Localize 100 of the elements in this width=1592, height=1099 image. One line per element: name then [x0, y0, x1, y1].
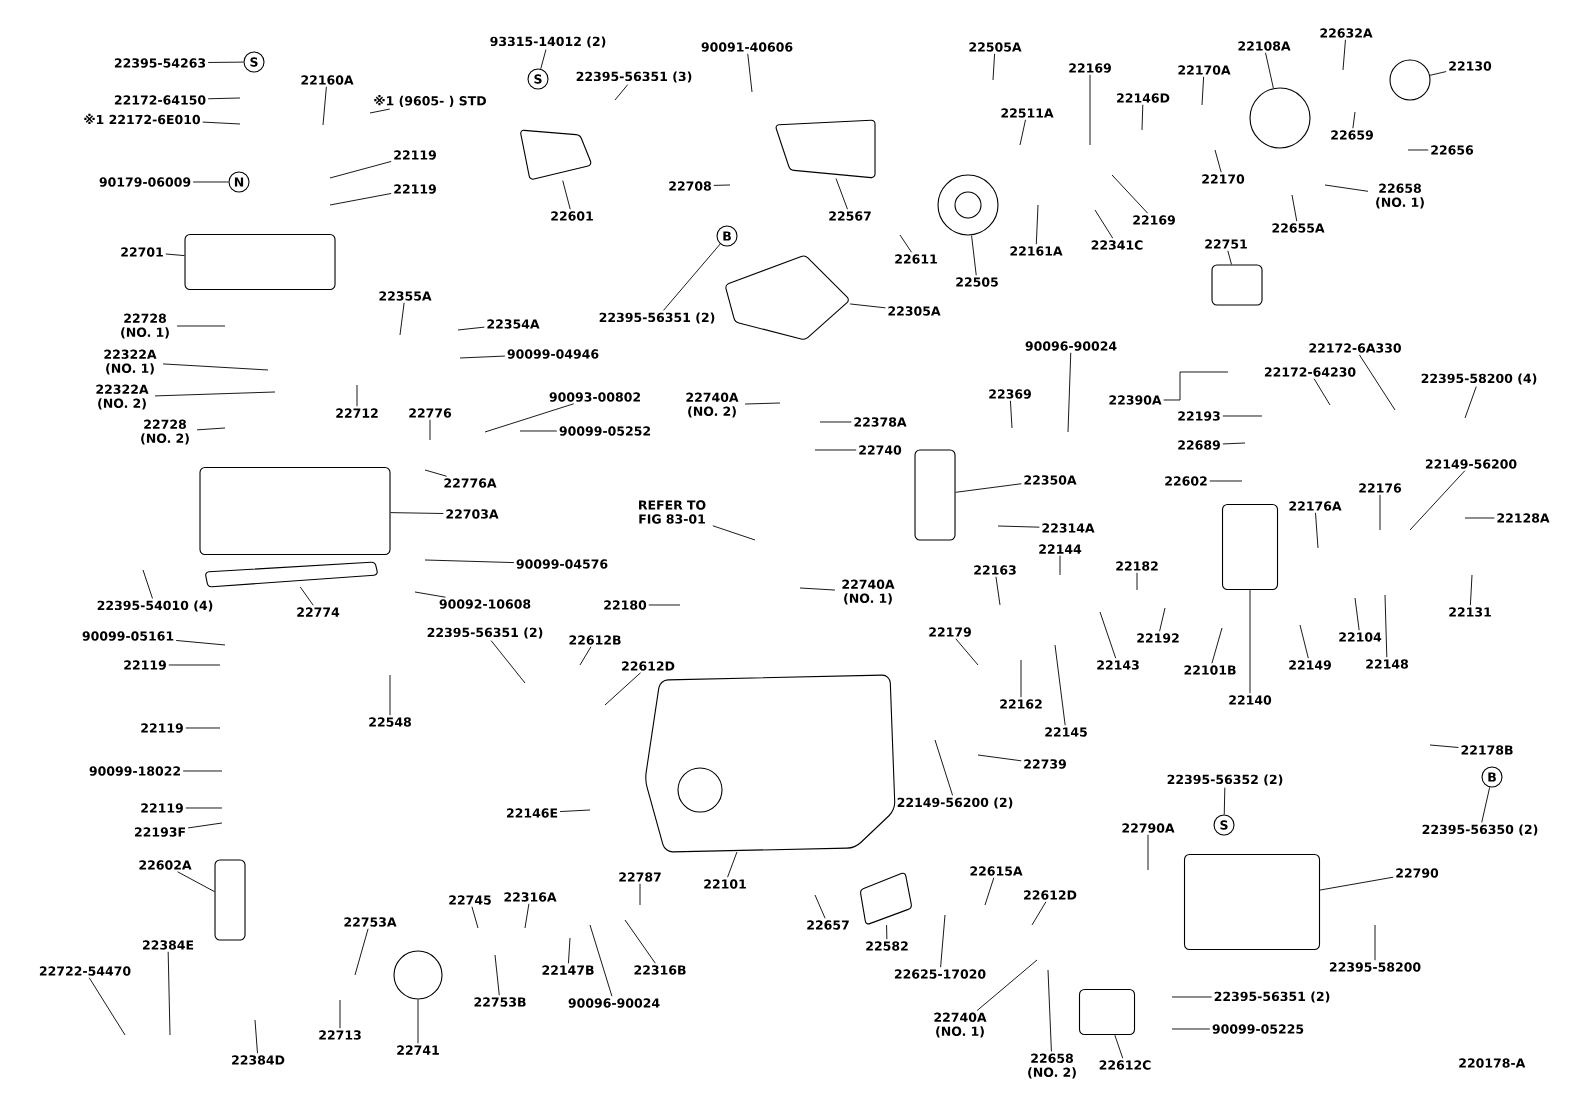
- part-number: 22739: [1024, 759, 1066, 769]
- leader-line: [322, 86, 327, 126]
- part-number: 22384E: [143, 940, 194, 950]
- part-number: 22656: [1431, 145, 1474, 155]
- part-number: 22722-54470: [39, 966, 131, 976]
- distributor-head-drawing: [1221, 503, 1279, 591]
- leader-line: [1094, 209, 1114, 239]
- part-number: 22657: [807, 920, 849, 930]
- part-number: 22162: [1000, 699, 1042, 709]
- leader-line: [934, 739, 954, 796]
- leader-line: [713, 184, 731, 186]
- part-number: 22169: [1069, 63, 1111, 73]
- leader-line: [329, 193, 392, 206]
- leader-line: [977, 754, 1022, 762]
- part-number: 22178B: [1461, 745, 1513, 755]
- leader-line: [494, 954, 500, 996]
- part-number: 90096-90024: [1025, 341, 1117, 351]
- leader-line: [1354, 597, 1360, 631]
- leader-line: [1019, 119, 1026, 146]
- leader-line: [88, 977, 126, 1036]
- leader-line: [471, 906, 479, 929]
- leader-line: [1429, 71, 1447, 76]
- part-number: 22567: [829, 211, 871, 221]
- leader-line: [1319, 876, 1394, 891]
- note: ※1 (9605- ) STD: [374, 95, 486, 107]
- leader-line: [1211, 627, 1223, 664]
- leader-line: [1324, 184, 1369, 192]
- part-number: 90091-40606: [701, 42, 793, 52]
- part-number: 22355A: [379, 291, 432, 301]
- leader-line: [1227, 250, 1232, 265]
- leader-line: [1031, 901, 1047, 926]
- pump-housing-drawing: [645, 674, 896, 853]
- part-number: 22149-56200: [1425, 459, 1517, 469]
- part-number: 22787: [619, 872, 661, 882]
- leader-line: [1409, 470, 1466, 531]
- leader-line: [744, 402, 781, 405]
- leader-line: [162, 363, 269, 371]
- part-number: 22753A: [344, 917, 397, 927]
- part-number: 22148: [1366, 659, 1408, 669]
- leader-line: [207, 97, 241, 100]
- leader-line: [484, 403, 575, 433]
- part-number: 22161A: [1010, 246, 1063, 256]
- part-number: 22582: [866, 941, 908, 951]
- leader-line: [559, 809, 591, 812]
- leader-line: [1379, 494, 1381, 531]
- leader-line: [1315, 512, 1319, 549]
- circled-letter: N: [228, 171, 250, 193]
- circled-letter: S: [243, 51, 265, 73]
- part-number: 22753B: [474, 997, 526, 1007]
- part-number: 22147B: [542, 965, 594, 975]
- part-number: 22316A: [504, 892, 557, 902]
- part-number: 22322A (NO. 1): [104, 349, 157, 375]
- part-number: 22395-58200: [1329, 962, 1421, 972]
- leader-line: [142, 569, 153, 599]
- part-number: 22548: [369, 717, 411, 727]
- leader-line: [567, 937, 571, 964]
- part-number: 22172-64230: [1264, 367, 1356, 377]
- leader-line: [1222, 442, 1246, 445]
- leader-line: [1352, 111, 1356, 129]
- part-number: 22146E: [507, 808, 558, 818]
- part-number: 90179-06009: [99, 177, 191, 187]
- leader-line: [971, 235, 977, 276]
- leader-line: [1464, 386, 1477, 419]
- part-number: 22708: [669, 181, 711, 191]
- leader-line: [1089, 74, 1091, 146]
- part-number: 22612B: [569, 635, 621, 645]
- leader-line: [1009, 400, 1013, 429]
- leader-line: [196, 427, 226, 431]
- part-number: 22658 (NO. 1): [1376, 183, 1424, 209]
- part-number: 22625-17020: [894, 969, 986, 979]
- leader-line: [168, 664, 221, 666]
- leader-line: [1223, 787, 1226, 815]
- leader-line: [207, 61, 244, 63]
- leader-line: [849, 303, 886, 309]
- part-number: 22305A: [888, 306, 941, 316]
- lever-drawing: [184, 233, 336, 291]
- part-number: 22712: [336, 408, 378, 418]
- leader-line: [1407, 149, 1429, 151]
- leader-line: [899, 234, 912, 253]
- part-number: 22612D: [622, 661, 675, 671]
- part-number: 22119: [394, 150, 436, 160]
- part-number: 22119: [394, 184, 436, 194]
- part-number: 90099-04946: [507, 349, 599, 359]
- part-number: 22172-64150: [114, 95, 206, 105]
- gasket-drawing: [205, 561, 378, 588]
- part-number: 22741: [397, 1045, 439, 1055]
- leader-line: [1067, 352, 1072, 433]
- leader-line: [519, 430, 558, 432]
- part-number: 22149: [1289, 660, 1331, 670]
- part-number: 22612C: [1099, 1060, 1151, 1070]
- leader-line: [799, 587, 836, 591]
- feed-pump-cover-drawing: [393, 950, 443, 1000]
- leader-line: [835, 178, 848, 210]
- part-number: 22395-54010 (4): [97, 600, 213, 612]
- part-number: 22505: [956, 277, 998, 287]
- leader-line: [354, 928, 369, 976]
- pipe-drawing: [860, 872, 912, 925]
- part-number: 22145: [1045, 727, 1087, 737]
- leader-line: [1035, 204, 1039, 245]
- part-number: 22511A: [1001, 108, 1054, 118]
